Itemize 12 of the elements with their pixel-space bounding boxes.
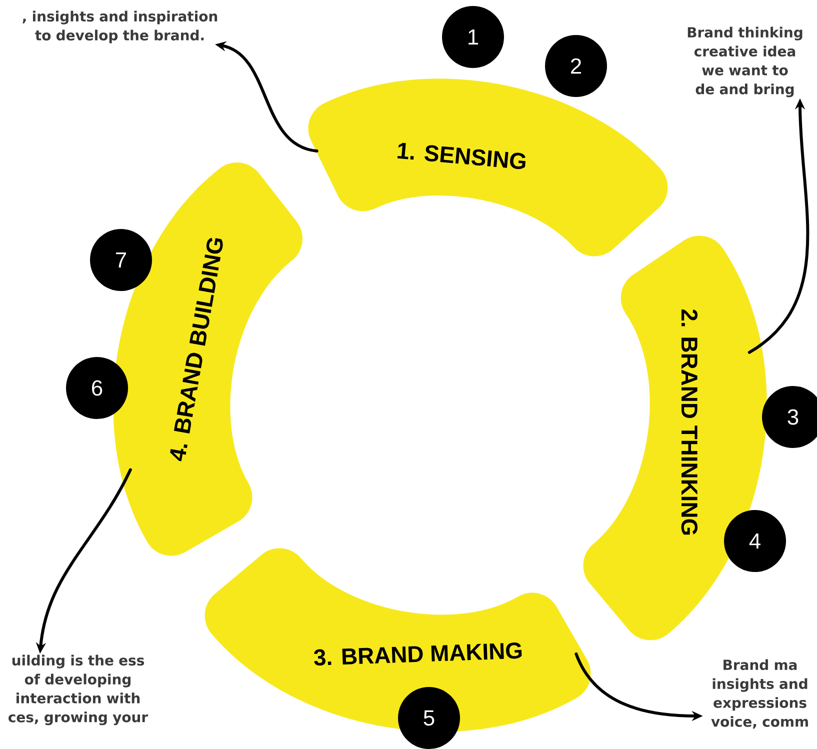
number-badge: 1 bbox=[442, 6, 504, 68]
description-text: , insights and inspiration to develop the brand. bbox=[22, 10, 218, 44]
number-badge: 3 bbox=[762, 386, 817, 448]
description-text: Brand ma insights and expressions voice, comm bbox=[711, 659, 808, 729]
description-text: uilding is the ess of developing interaction with ces, growing your bbox=[8, 654, 148, 726]
number-badge: 5 bbox=[398, 686, 460, 749]
description-text: Brand thinking creative idea we want to de and bring bbox=[688, 26, 802, 98]
segment-band: 1. SENSING bbox=[308, 78, 668, 256]
number-badge: 7 bbox=[90, 228, 152, 291]
number-badge: 6 bbox=[66, 356, 128, 419]
number-badge: 4 bbox=[724, 510, 786, 572]
number-badge: 2 bbox=[545, 35, 607, 97]
